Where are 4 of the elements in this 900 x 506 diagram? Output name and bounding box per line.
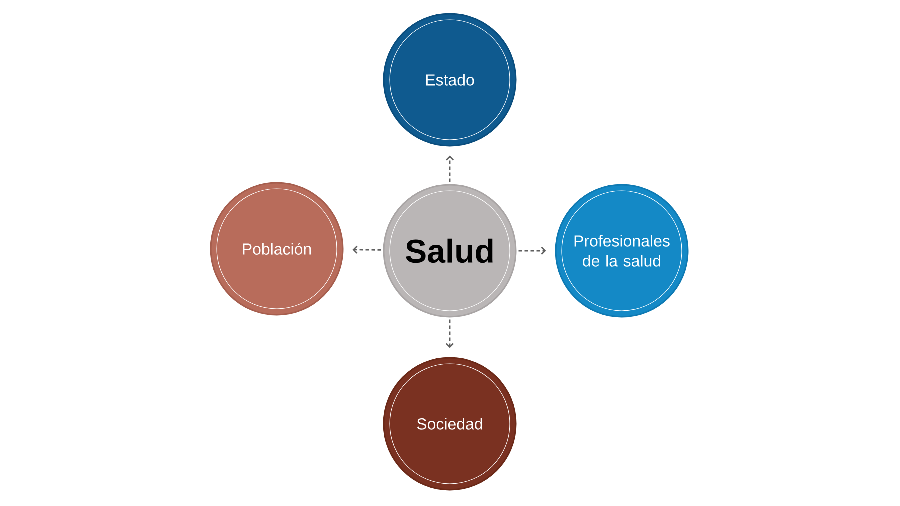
dashed-arrow: [352, 246, 382, 254]
dashed-arrow: [446, 156, 454, 182]
dashed-arrow: [518, 247, 546, 255]
dashed-arrow: [446, 320, 454, 348]
